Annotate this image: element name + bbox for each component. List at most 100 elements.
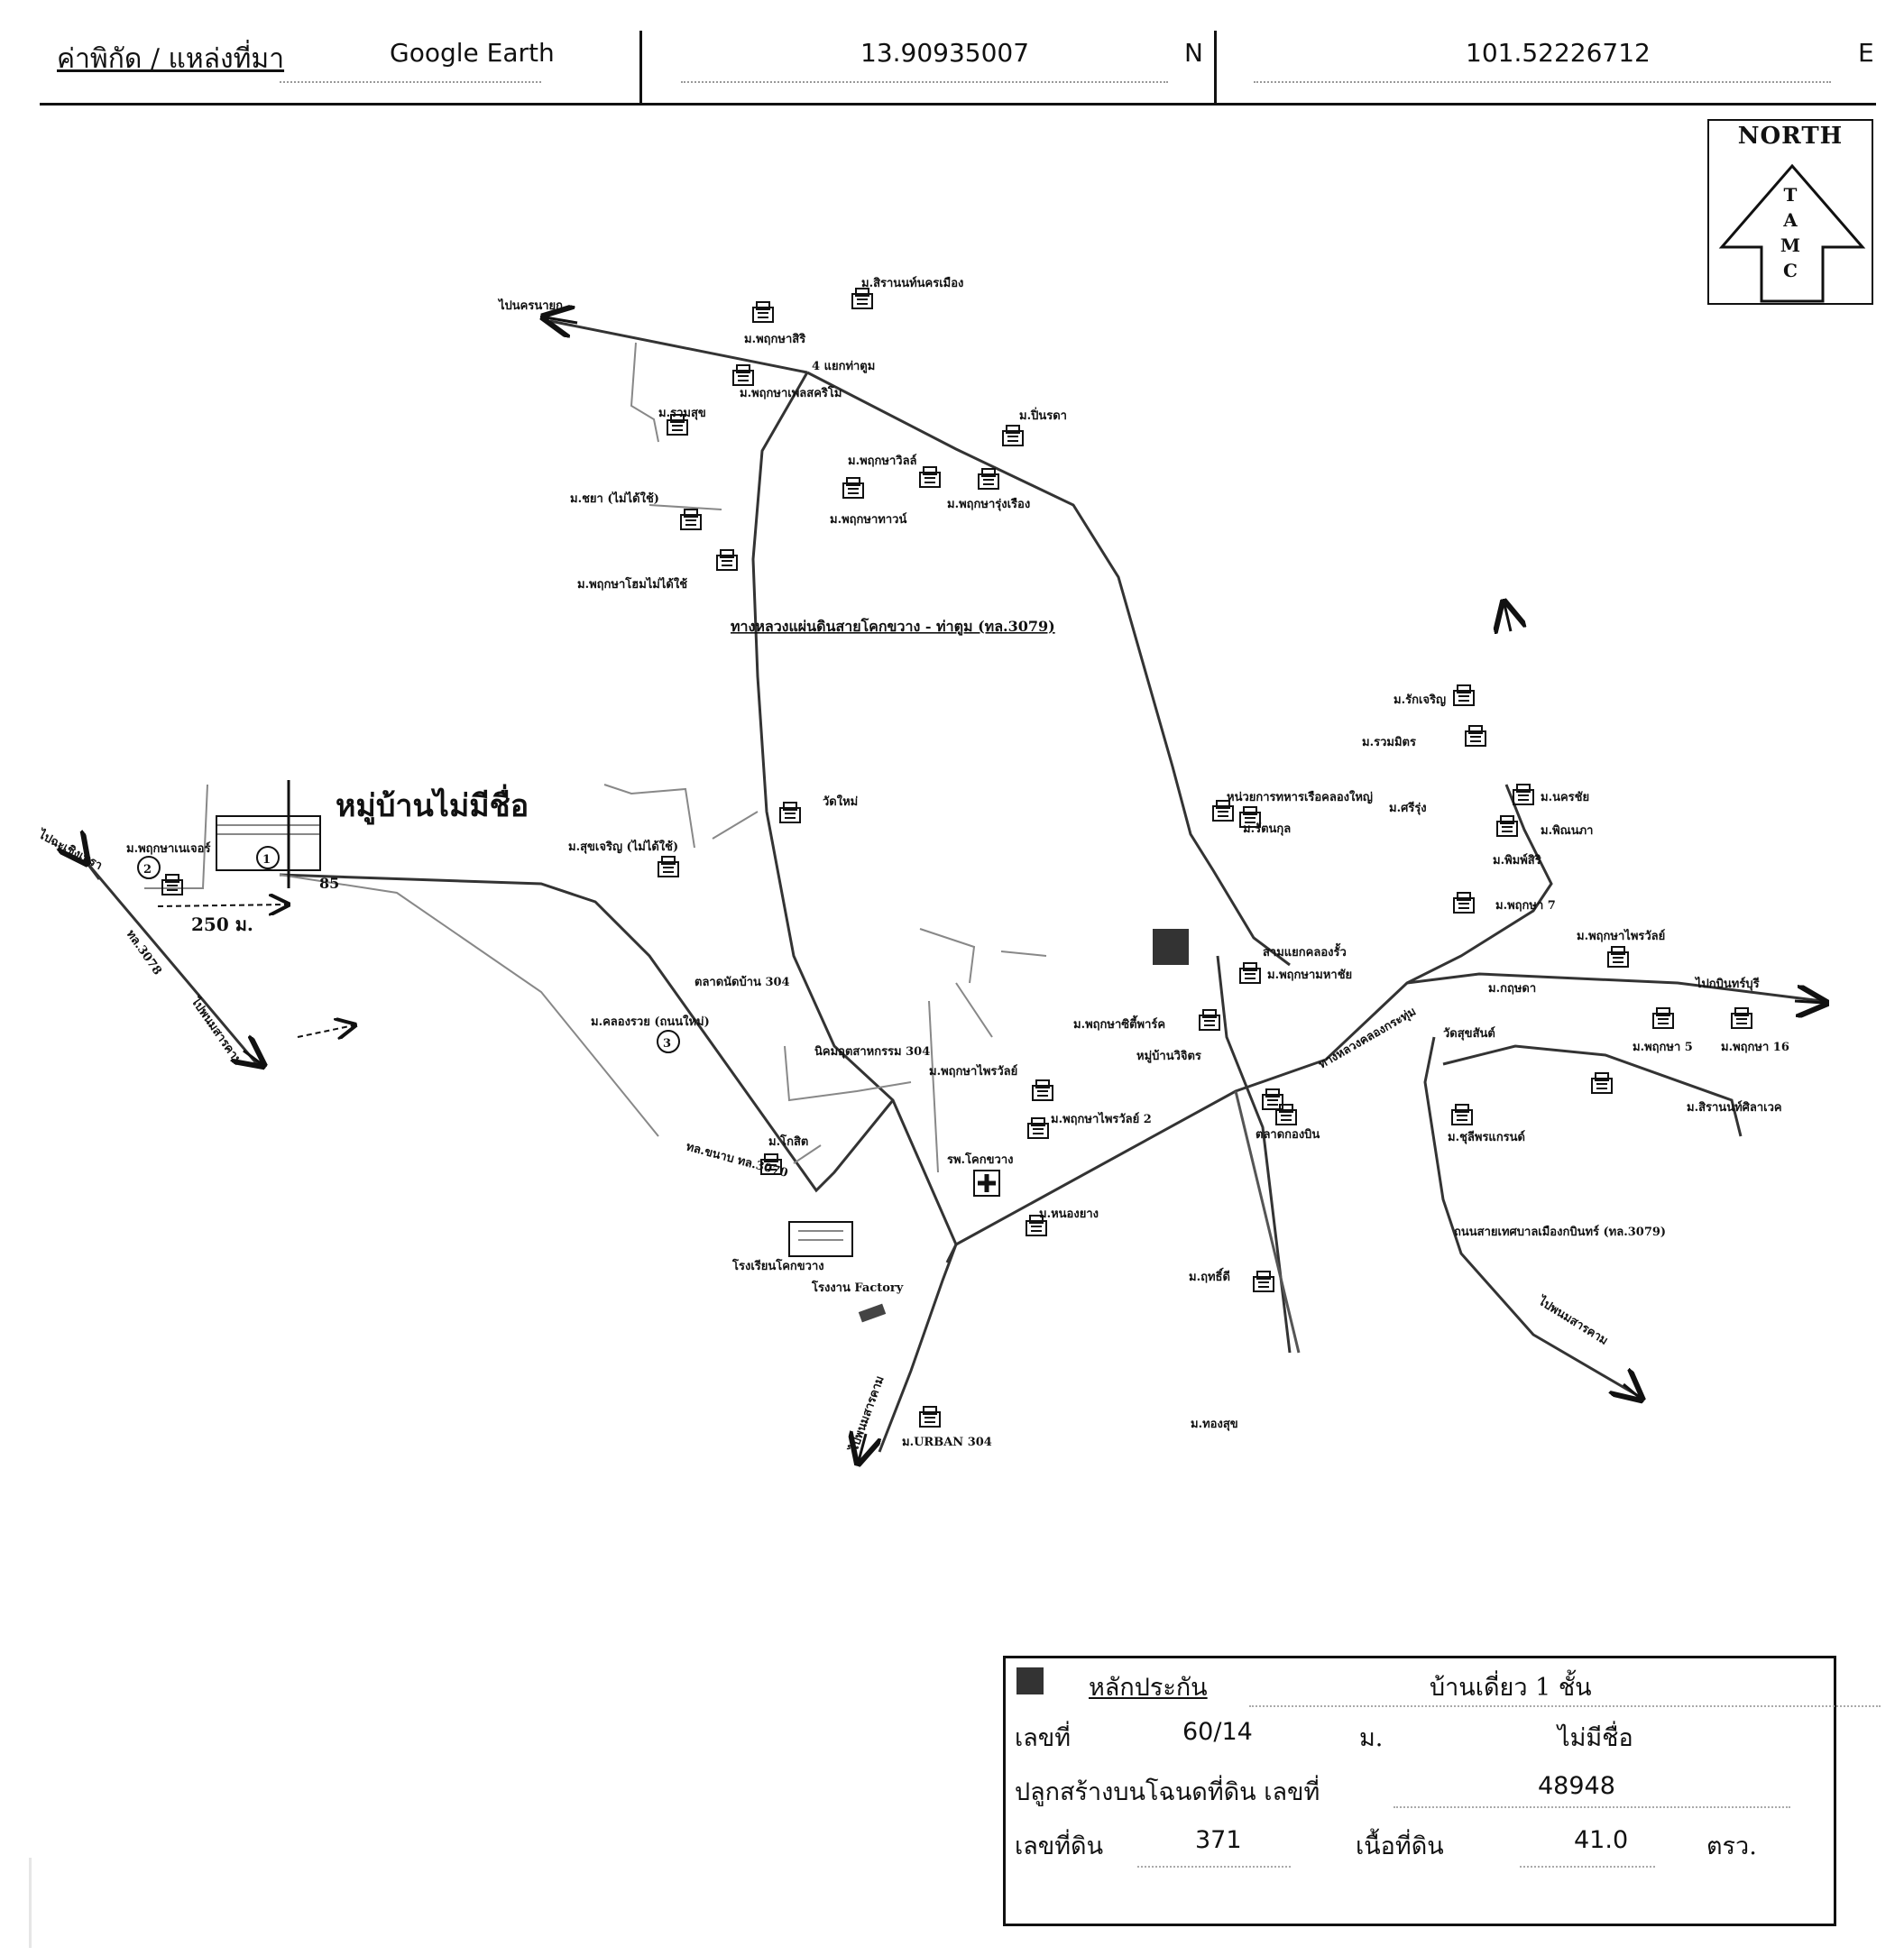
north-arrow-icon — [1718, 163, 1866, 303]
area-value: 41.0 — [1574, 1826, 1629, 1854]
dotted-rule — [681, 81, 1168, 83]
svg-text:2: 2 — [143, 863, 152, 877]
to-bottom-label: ไปพนมสารคาม — [845, 1373, 888, 1455]
moo-label: ม. — [1359, 1724, 1384, 1752]
header-bar: ค่าพิกัด / แหล่งที่มา Google Earth 13.90… — [0, 0, 1904, 108]
secondary-roads — [144, 342, 1047, 1173]
header-divider — [639, 31, 642, 105]
place-label: ม.รัตนกุล — [1243, 822, 1291, 836]
place-label: ม.พฤกษาไพรวัลย์ — [1577, 928, 1665, 943]
place-label: ม.พฤกษาโฮมไม่ได้ใช้ — [577, 576, 687, 592]
small-arrow — [297, 1025, 354, 1037]
factory-label: โรงงาน Factory — [811, 1280, 904, 1295]
svg-text:3: 3 — [663, 1037, 671, 1051]
latitude-direction: N — [1184, 38, 1203, 68]
to-kabin-label: ไปกบินทร์บุรี — [1694, 976, 1760, 991]
hospital-icon — [973, 1170, 1000, 1197]
place-label: ม.URBAN 304 — [902, 1436, 992, 1449]
road-3078-label: ทล.3078 — [124, 928, 164, 978]
place-label: 4 แยกท่าตูม — [812, 360, 875, 373]
to-nakhon-nayok-label: ไปนครนายก — [497, 298, 563, 313]
place-label: ม.คลองรวย (ถนนใหม่) — [591, 1014, 710, 1029]
property-type: บ้านเดี่ยว 1 ชั้น — [1430, 1674, 1592, 1702]
place-label: ม.พฤกษาทาวน์ — [830, 512, 906, 527]
dotted-rule — [280, 81, 541, 83]
subject-village-label: หมู่บ้านไม่มีชื่อ — [336, 784, 529, 825]
place-label: ม.ปิ่นรดา — [1019, 407, 1067, 423]
place-label: วัดสุขสันต์ — [1443, 1026, 1495, 1041]
place-label: ม.ทองสุข — [1191, 1418, 1238, 1431]
place-label: ม.พฤกษาไพรวัลย์ — [929, 1063, 1017, 1079]
north-letter: T — [1783, 184, 1798, 206]
marker-2: 2 — [137, 856, 161, 879]
place-label: สามแยกคลองรั้ว — [1263, 942, 1347, 960]
house-no-value: 60/14 — [1182, 1718, 1253, 1746]
to-right-south-label: ไปพนมสารคาม — [1534, 1292, 1611, 1348]
distance-line — [157, 905, 287, 906]
north-letter: A — [1783, 209, 1798, 231]
latitude-value: 13.90935007 — [860, 38, 1030, 68]
direction-arrows — [244, 317, 1824, 1461]
place-label: ม.ฤทธิ์ดี — [1189, 1267, 1230, 1284]
place-label: ม.พิมพ์สิริ — [1493, 853, 1541, 868]
place-label: ม.พฤกษา 7 — [1495, 899, 1556, 913]
north-indicator: NORTH T A M C — [1707, 119, 1873, 305]
place-label: ตลาดนัดบ้าน 304 — [694, 975, 790, 989]
area-label: เนื้อที่ดิน — [1356, 1832, 1444, 1860]
deed-label: ปลูกสร้างบนโฉนดที่ดิน เลขที่ — [1015, 1778, 1320, 1806]
crossroad-label: ทางหลวงคลองกระทุ่ม — [1317, 1005, 1419, 1071]
place-label: ม.สิรานนท์ศิลาเวค — [1687, 1100, 1782, 1115]
to-chachoengsao-label: ไปฉะเชิงเทรา — [34, 826, 105, 873]
factory-icon — [858, 1303, 887, 1323]
school-icon — [788, 1221, 853, 1257]
longitude-value: 101.52226712 — [1466, 38, 1651, 68]
coord-source-label: ค่าพิกัด / แหล่งที่มา — [57, 43, 285, 75]
place-label: ตลาดกองบิน — [1256, 1128, 1320, 1142]
place-label: ม.ศรีรุ่ง — [1389, 801, 1427, 815]
place-label: ม.พฤกษาไพรวัลย์ 2 — [1051, 1111, 1152, 1126]
place-label: ม.สิรานนท์นครเมือง — [861, 276, 963, 290]
road-network — [279, 319, 1823, 1453]
source-value: Google Earth — [390, 38, 555, 68]
place-label: ม.โกสิต — [768, 1134, 808, 1149]
road-3078 — [84, 860, 259, 1065]
place-label: ม.พฤกษารุ่งเรือง — [947, 497, 1030, 511]
place-label: ม.พฤกษาเนเจอร์ — [126, 841, 210, 856]
place-label: ม.สุขเจริญ (ไม่ได้ใช้) — [568, 839, 678, 854]
north-title: NORTH — [1737, 123, 1844, 150]
land-no-value: 371 — [1195, 1826, 1242, 1854]
place-label: ม.พฤกษา 5 — [1633, 1041, 1693, 1054]
place-label: วัดใหม่ — [823, 794, 858, 809]
marker-1: 1 — [256, 846, 280, 869]
header-underline — [40, 103, 1876, 106]
svg-text:1: 1 — [262, 853, 271, 867]
hospital-label: รพ.โคกขวาง — [947, 1152, 1013, 1167]
scan-edge — [29, 1858, 32, 1948]
place-label: นิคมอุตสาหกรรม 304 — [814, 1045, 930, 1059]
place-label: ม.นครชัย — [1541, 791, 1589, 804]
village-value: ไม่มีชื่อ — [1558, 1724, 1633, 1752]
dotted-rule — [1254, 81, 1831, 83]
place-label: ม.กฤษดา — [1488, 982, 1536, 996]
place-label: ม.พฤกษามหาชัย — [1267, 969, 1352, 982]
land-no-label: เลขที่ดิน — [1015, 1832, 1104, 1860]
distance-label: 250 ม. — [191, 914, 253, 935]
header-divider — [1214, 31, 1217, 105]
place-label: ม.พฤกษาเพลสคริโม — [740, 385, 842, 400]
road-85-label: 85 — [319, 875, 339, 892]
place-label: หมู่บ้านวิจิตร — [1136, 1049, 1201, 1063]
place-labels: ม.สิรานนท์นครเมือง ม.พฤกษาสิริ 4 แยกท่าต… — [126, 276, 1789, 1449]
place-label: ม.รวมมิตร — [1362, 736, 1416, 749]
collateral-label: หลักประกัน — [1089, 1674, 1208, 1702]
to-prachin-label: ไปพนมสารคาม — [188, 993, 246, 1068]
place-label: ม.พฤกษา 16 — [1721, 1041, 1789, 1054]
place-label: หน่วยการทหารเรือคลองใหญ่ — [1227, 789, 1373, 804]
marker-3: 3 — [657, 1030, 680, 1053]
place-label: ม.พิณนภา — [1541, 824, 1593, 838]
north-letter: M — [1780, 234, 1801, 256]
collateral-marker — [1153, 929, 1189, 965]
deed-value: 48948 — [1538, 1772, 1615, 1800]
place-label: ม.รักเจริญ — [1394, 693, 1446, 707]
place-label: ม.พฤกษาวิลล์ — [848, 454, 917, 468]
